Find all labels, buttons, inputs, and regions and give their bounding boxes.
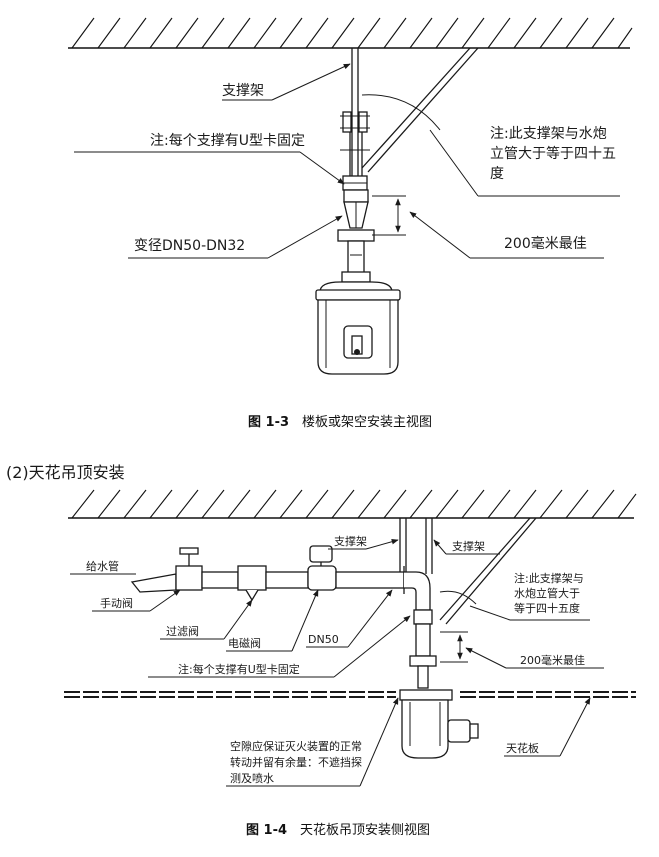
ceiling-slab xyxy=(68,489,637,519)
vertical-supports xyxy=(399,518,433,574)
label-ceiling: 天花板 xyxy=(506,741,539,755)
leader-bracket: 支撑架 xyxy=(222,63,351,101)
angle-arc xyxy=(361,94,441,131)
label-reducer: 变径DN50-DN32 xyxy=(134,238,245,254)
note-angle-line1: 注:此支撑架与水炮 xyxy=(490,126,607,142)
suspended-ceiling xyxy=(64,691,636,698)
note-angle-2-line2: 水炮立管大于 xyxy=(514,586,580,600)
label-bracket-b: 支撑架 xyxy=(452,539,485,553)
label-bracket: 支撑架 xyxy=(222,83,264,99)
water-cannon xyxy=(315,281,401,375)
angle-arc-2 xyxy=(439,590,477,605)
section-title: (2)天花吊顶安装 xyxy=(6,463,125,482)
clearance-line1: 空隙应保证灭火装置的正常 xyxy=(230,739,362,753)
label-bracket-a: 支撑架 xyxy=(334,534,367,548)
leader-angle-note: 注:此支撑架与水炮 立管大于等于四十五 度 xyxy=(429,126,620,197)
leader-reducer: 变径DN50-DN32 xyxy=(128,215,343,259)
label-manual-valve: 手动阀 xyxy=(100,596,133,610)
label-supply-pipe: 给水管 xyxy=(86,559,119,573)
floor-slab xyxy=(68,17,633,49)
leader-ubolt: 注:每个支撑有U型卡固定 xyxy=(74,133,345,185)
caption-number-1-4: 图 1-4 xyxy=(246,823,287,838)
horizontal-pipe xyxy=(130,545,431,611)
diagonal-brace-2 xyxy=(439,517,537,625)
caption-text-1-4: 天花板吊顶安装侧视图 xyxy=(300,822,430,838)
label-dn50: DN50 xyxy=(308,633,339,646)
label-filter-valve: 过滤阀 xyxy=(166,624,199,638)
figure-1-4: 给水管 手动阀 过滤阀 电磁阀 DN50 支撑架 支撑架 注:此支撑架与 水炮立… xyxy=(64,489,637,838)
clearance-line3: 测及喷水 xyxy=(230,772,274,785)
caption-number-1-3: 图 1-3 xyxy=(248,415,289,430)
note-angle-line2: 立管大于等于四十五 xyxy=(490,145,616,162)
support-rod xyxy=(351,48,359,186)
leader-distance: 200毫米最佳 xyxy=(409,211,604,259)
label-ubolt: 注:每个支撑有U型卡固定 xyxy=(150,133,305,149)
lower-pipe xyxy=(341,240,371,283)
dimension-200mm-2 xyxy=(440,631,468,663)
reducer-fitting xyxy=(337,189,375,242)
down-pipe xyxy=(409,609,437,689)
note-angle-2-line3: 等于四十五度 xyxy=(514,601,580,615)
caption-text-1-3: 楼板或架空安装主视图 xyxy=(302,415,432,430)
label-distance: 200毫米最佳 xyxy=(504,235,587,252)
label-distance-2: 200毫米最佳 xyxy=(520,653,585,667)
water-cannon-side xyxy=(399,689,479,759)
u-bolt-clamps xyxy=(340,111,370,191)
standpipe xyxy=(349,132,363,176)
figure-1-3: 支撑架 注:每个支撑有U型卡固定 变径DN50-DN32 注:此支撑架与水炮 立… xyxy=(68,17,633,430)
label-solenoid-valve: 电磁阀 xyxy=(228,636,261,650)
dimension-200mm xyxy=(372,195,406,236)
note-angle-line3: 度 xyxy=(490,166,504,182)
note-angle-2-line1: 注:此支撑架与 xyxy=(514,571,584,585)
label-ubolt-2: 注:每个支撑有U型卡固定 xyxy=(178,662,300,676)
clearance-line2: 转动并留有余量：不遮挡探 xyxy=(230,755,362,769)
